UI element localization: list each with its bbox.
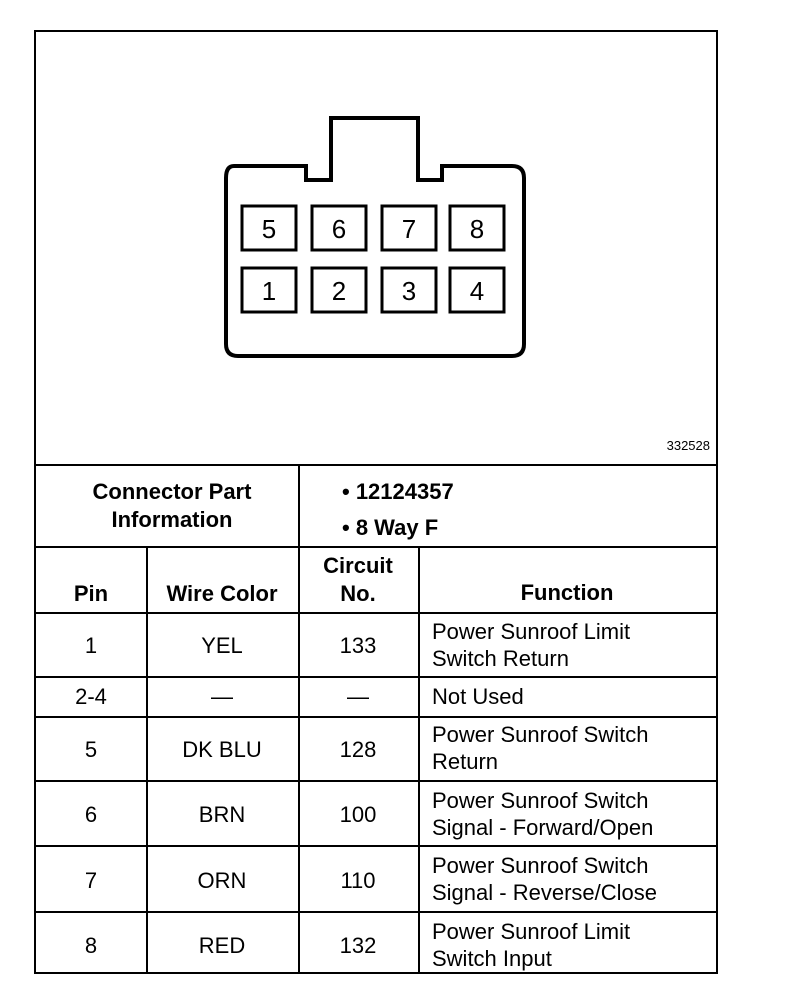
- row-divider-5: [36, 911, 716, 913]
- pin-cavity-6: [310, 204, 368, 252]
- pin-cavity-8: [448, 204, 506, 252]
- table-row-wire: YEL: [201, 633, 243, 658]
- table-row-pin: 7: [84, 868, 98, 893]
- table-row-pin: 5: [84, 737, 98, 762]
- row-divider-2: [36, 716, 716, 718]
- table-row-function-line2: Switch Input: [432, 946, 552, 971]
- table-row-function-line1: Power Sunroof Limit: [432, 619, 631, 644]
- pin-label-2: 2: [332, 276, 346, 306]
- connector-face-drawing: 5 6 7 8 1 2 3 4: [224, 116, 526, 358]
- table-row-function-line2: Signal - Reverse/Close: [432, 880, 657, 905]
- pin-label-3: 3: [402, 276, 416, 306]
- row-divider-4: [36, 845, 716, 847]
- pin-cavity-2: [310, 266, 368, 314]
- column-divider-2: [298, 548, 300, 974]
- header-pin: Pin: [73, 581, 109, 606]
- table-row-function-line1: Not Used: [432, 684, 524, 709]
- figure-id: 332528: [666, 438, 710, 453]
- pin-cavity-3: [380, 266, 438, 314]
- part-info-label-line2: Information: [111, 507, 233, 532]
- table-row-pin: 6: [84, 802, 98, 827]
- table-row-circuit: 110: [340, 868, 376, 893]
- table-row-wire: —: [211, 684, 233, 709]
- pin-label-5: 5: [262, 214, 276, 244]
- column-divider-1: [146, 548, 148, 974]
- pin-cavity-4: [448, 266, 506, 314]
- pin-label-6: 6: [332, 214, 346, 244]
- table-row-pin: 2-4: [75, 684, 107, 709]
- table-row-function-line1: Power Sunroof Switch: [432, 853, 649, 878]
- table-row-pin: 8: [84, 933, 98, 958]
- pin-label-1: 1: [262, 276, 276, 306]
- column-divider-3: [418, 548, 420, 974]
- connector-diagram: 5 6 7 8 1 2 3 4 332528: [36, 32, 716, 464]
- pin-cavity-1: [240, 266, 298, 314]
- connector-outline: [224, 116, 526, 358]
- header-function: Function: [520, 580, 614, 605]
- table-row-wire: ORN: [197, 868, 247, 893]
- pin-cavity-5: [240, 204, 298, 252]
- divider-part-info-vertical: [298, 466, 300, 547]
- row-divider-1: [36, 676, 716, 678]
- part-number: • 12124357: [342, 479, 454, 504]
- table-row-wire: BRN: [198, 802, 246, 827]
- connector-document: 5 6 7 8 1 2 3 4 332528 Connector Part Informati…: [34, 30, 718, 974]
- table-row-function-line2: Signal - Forward/Open: [432, 815, 654, 840]
- divider-part-info: [36, 546, 716, 548]
- header-circuit-line1: Circuit: [323, 553, 393, 578]
- pin-label-7: 7: [402, 214, 416, 244]
- table-row-pin: 1: [84, 633, 98, 658]
- table-row-function-line2: Switch Return: [432, 646, 569, 671]
- pin-label-8: 8: [470, 214, 484, 244]
- table-row-function-line1: Power Sunroof Switch: [432, 722, 649, 747]
- table-row-wire: RED: [198, 933, 246, 958]
- table-row-wire: DK BLU: [182, 737, 262, 762]
- pin-cavity-7: [380, 204, 438, 252]
- table-row-circuit: 128: [339, 737, 377, 762]
- table-row-function-line1: Power Sunroof Switch: [432, 788, 649, 813]
- row-divider-3: [36, 780, 716, 782]
- part-info-label-line1: Connector Part: [92, 479, 252, 504]
- table-row-circuit: 100: [339, 802, 377, 827]
- header-wire-color: Wire Color: [166, 581, 278, 606]
- divider-header: [36, 612, 716, 614]
- header-circuit-line2: No.: [340, 581, 376, 606]
- table-row-circuit: 133: [339, 633, 377, 658]
- pin-label-4: 4: [470, 276, 484, 306]
- table-row-circuit: —: [347, 684, 369, 709]
- divider-diagram: [36, 464, 716, 466]
- table-row-function-line2: Return: [432, 749, 499, 774]
- connector-type: • 8 Way F: [342, 515, 439, 540]
- table-row-circuit: 132: [339, 933, 377, 958]
- table-row-function-line1: Power Sunroof Limit: [432, 919, 631, 944]
